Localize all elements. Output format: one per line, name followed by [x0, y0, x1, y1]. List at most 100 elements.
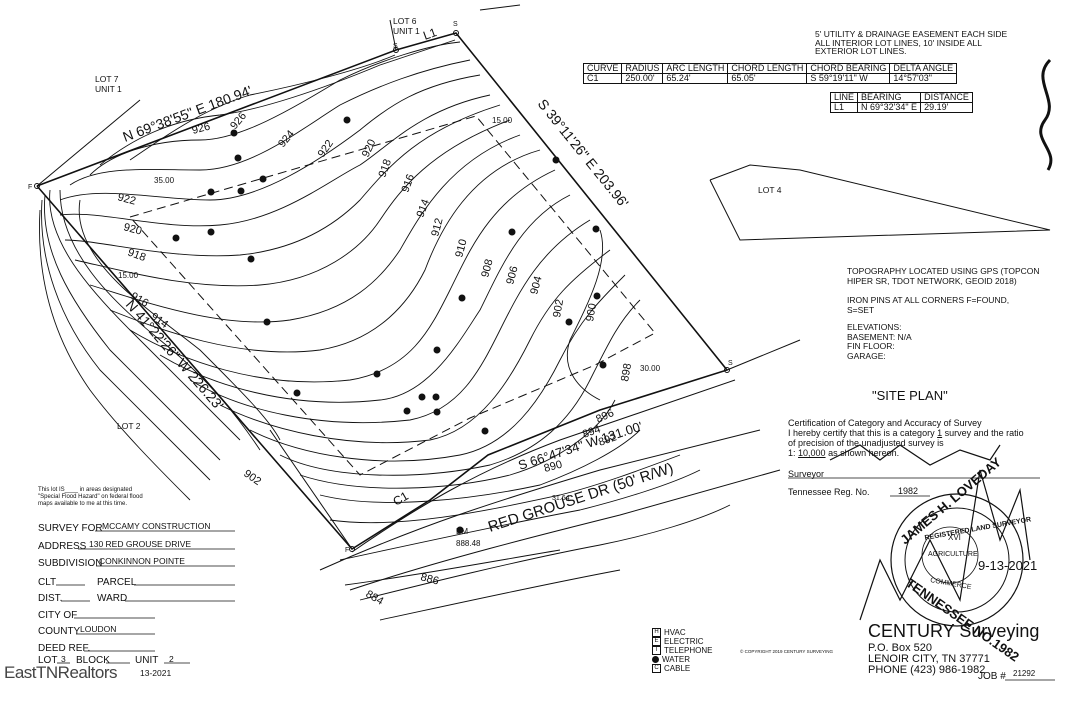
pins-note: IRON PINS AT ALL CORNERS F=FOUND, S=SET	[847, 295, 1010, 315]
setback-dim: 35.00	[154, 176, 175, 185]
setback-dim: 15.00	[118, 271, 139, 280]
contour-label: 884	[364, 588, 386, 608]
spot-elevations	[172, 116, 607, 534]
telephone-icon: T	[652, 646, 661, 655]
curve-cell: 14°57'03"	[889, 73, 958, 84]
company-po: P.O. Box 520	[868, 642, 933, 654]
water-icon	[652, 656, 659, 663]
site-plan-title: "SITE PLAN"	[872, 388, 948, 403]
line-header: BEARING	[857, 92, 922, 103]
corner-s: S	[393, 43, 398, 50]
seal-roman: XVI	[948, 533, 961, 542]
unit-label: UNIT	[135, 655, 159, 666]
line-cell: N 69°32'34" E	[857, 102, 922, 113]
contour-label: 902	[241, 468, 263, 488]
address-label: ADDRESS	[38, 541, 87, 552]
title-block-underlines	[56, 477, 1055, 681]
survey-for-label: SURVEY FOR	[38, 523, 103, 534]
line-cell: L1	[829, 102, 859, 113]
corner-f: F	[28, 184, 32, 191]
subdivision-value: CONKINNON POINTE	[99, 556, 185, 566]
reg-number: 1982	[898, 486, 919, 496]
job-label: JOB #	[978, 671, 1006, 682]
subdivision-label: SUBDIVISION	[38, 558, 103, 569]
street-line	[351, 379, 736, 553]
corner-pins	[34, 30, 730, 552]
lot-label: LOT	[38, 655, 58, 666]
legend-item: T TELEPHONE	[652, 646, 712, 655]
lot-2-label: LOT 2	[117, 421, 141, 431]
contour-label: 912	[429, 217, 445, 238]
city-label: CITY OF	[38, 610, 78, 621]
dist-label: DIST.	[38, 593, 63, 604]
signature	[829, 444, 1001, 466]
adjacent-lot-line	[479, 4, 521, 11]
job-number: 21292	[1013, 669, 1036, 678]
bearing-south: S 66°47'34" W 131.00'	[516, 419, 644, 473]
contour-label: 904	[528, 275, 544, 296]
curve-header: RADIUS	[621, 63, 664, 74]
unit-value: 2	[169, 654, 174, 664]
seal-agriculture: AGRICULTURE	[928, 551, 978, 558]
line-header: DISTANCE	[920, 92, 973, 103]
adjacent-lot-line	[389, 19, 397, 51]
curve-cell: 65.24'	[662, 73, 729, 84]
contour-label: 922	[316, 138, 336, 160]
cable-icon: C	[652, 664, 661, 673]
benchmark-value: 888.48	[456, 539, 481, 548]
contour-label: 906	[504, 265, 520, 286]
county-value: LOUDON	[80, 624, 117, 634]
legend-item: H HVAC	[652, 628, 712, 637]
curve-header: CURVE	[582, 63, 623, 74]
watermark: EastTNRealtors	[4, 663, 117, 682]
setback-dim: 15.00	[492, 116, 513, 125]
lot-6-label: LOT 6	[393, 16, 417, 26]
contour-label: 892	[597, 431, 618, 449]
company-city: LENOIR CITY, TN 37771	[868, 653, 990, 665]
adjacent-lot-line	[36, 99, 141, 187]
clt-label: CLT	[38, 577, 57, 588]
seal-commerce: COMMERCE	[930, 577, 973, 591]
adjacent-lot-line	[269, 429, 353, 550]
utility-legend: H HVAC E ELECTRIC T TELEPHONE WATER C CA…	[652, 628, 712, 673]
scroll-ornament	[1039, 58, 1053, 171]
survey-for-value: MCCAMY CONSTRUCTION	[102, 521, 211, 531]
surveyor-label: Surveyor	[788, 469, 825, 479]
topo-note: TOPOGRAPHY LOCATED USING GPS (TOPCON HIP…	[847, 266, 1040, 286]
company-phone: PHONE (423) 986-1982	[868, 664, 986, 676]
curve-cell: C1	[582, 73, 623, 84]
contour-label: 918	[377, 158, 395, 179]
contour-label: 916	[400, 173, 418, 194]
reg-label: Tennessee Reg. No.	[788, 487, 870, 497]
bearing-east: S 39°11'26" E 203.96'	[535, 96, 632, 211]
contour-label: 914	[415, 198, 433, 219]
setback-dim: 30.00	[640, 364, 661, 373]
curve-header: CHORD BEARING	[806, 63, 891, 74]
contour-label: 900	[584, 302, 599, 322]
curve-label: C1	[391, 489, 412, 509]
curve-cell: S 59°19'11" W	[806, 73, 891, 84]
contour-lines	[39, 39, 731, 621]
contour-label: 886	[419, 571, 440, 587]
company-name: CENTURY Surveying	[868, 621, 1040, 641]
street-line	[349, 469, 781, 591]
curve-header: ARC LENGTH	[662, 63, 729, 74]
contour-label: 902	[551, 298, 566, 318]
hvac-icon: H	[652, 628, 661, 637]
line-label-l1: L1	[421, 25, 439, 43]
corner-f: F	[345, 547, 349, 554]
line-header: LINE	[829, 92, 859, 103]
lot-boundary	[36, 32, 729, 551]
lot-7-label: LOT 7	[95, 74, 119, 84]
contour-label: 898	[619, 362, 634, 382]
contour-label: 920	[122, 221, 143, 237]
county-label: COUNTY	[38, 626, 81, 637]
contour-label: 910	[453, 238, 469, 259]
legend-item: C CABLE	[652, 664, 712, 673]
line-table: LINE BEARING DISTANCE L1 N 69°32'34" E 2…	[829, 92, 973, 113]
signature	[859, 469, 1031, 621]
dimension: 31.64	[552, 495, 570, 502]
date-fragment: 13-2021	[140, 668, 172, 678]
easement-note: 5' UTILITY & DRAINAGE EASEMENT EACH SIDE…	[815, 29, 1008, 56]
